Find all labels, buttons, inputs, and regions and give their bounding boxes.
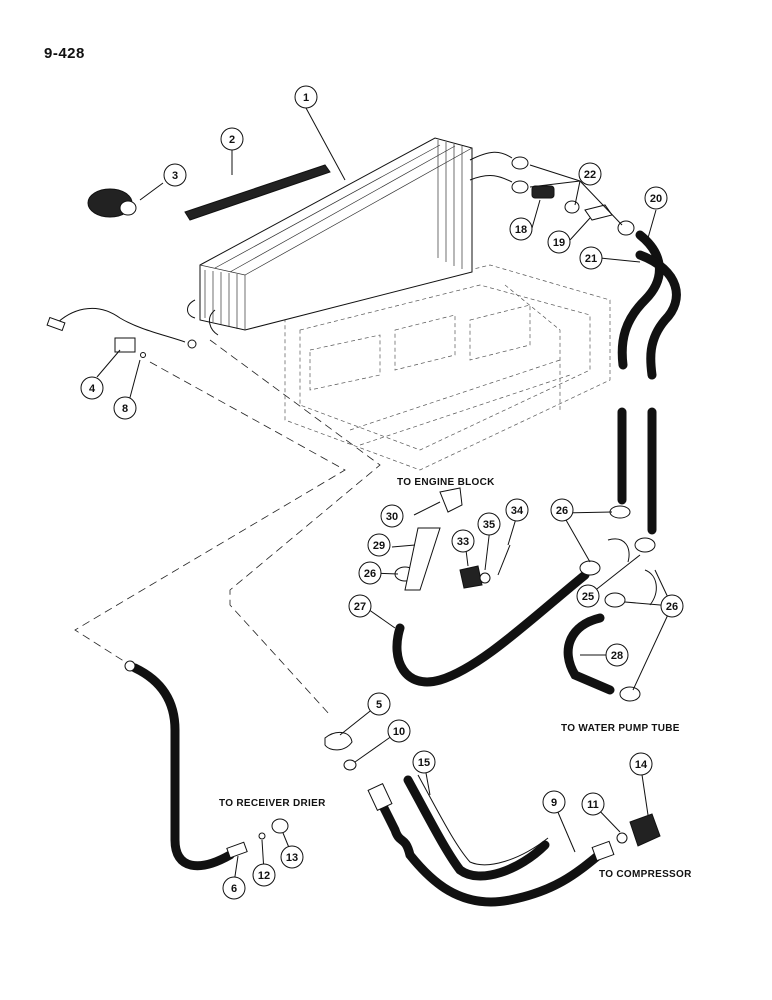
callout-30: 30 [380,504,404,528]
svg-text:20: 20 [650,193,662,205]
callout-12: 12 [252,863,276,887]
engine-block-fittings [404,487,511,591]
svg-text:2: 2 [229,134,235,146]
svg-text:26: 26 [364,568,376,580]
svg-text:5: 5 [376,699,382,711]
svg-text:9: 9 [551,797,557,809]
svg-text:13: 13 [286,852,298,864]
svg-text:15: 15 [418,757,430,769]
svg-text:30: 30 [386,511,398,523]
callout-29: 29 [367,533,391,557]
expansion-valve [46,307,197,358]
callout-19: 19 [547,230,571,254]
svg-text:27: 27 [354,601,366,613]
callout-4: 4 [80,376,104,400]
callout-14: 14 [629,752,653,776]
callout-8: 8 [113,396,137,420]
callout-26-c: 26 [358,561,382,585]
svg-text:21: 21 [585,253,597,265]
callout-26-b: 26 [660,594,684,618]
svg-text:6: 6 [231,883,237,895]
svg-text:1: 1 [303,92,309,104]
callout-18: 18 [509,217,533,241]
heater-hoses-upper [617,230,681,535]
svg-text:4: 4 [89,383,96,395]
svg-text:8: 8 [122,403,128,415]
callout-26-a: 26 [550,498,574,522]
callout-1: 1 [294,85,318,109]
callout-27: 27 [348,594,372,618]
compressor-line [324,732,661,907]
callout-33: 33 [451,529,475,553]
callout-10: 10 [387,719,411,743]
callout-28: 28 [605,643,629,667]
callout-21: 21 [579,246,603,270]
callout-11: 11 [581,792,605,816]
label-to-engine-block: TO ENGINE BLOCK [397,477,495,488]
label-to-receiver-drier: TO RECEIVER DRIER [219,798,326,809]
callout-13: 13 [280,845,304,869]
svg-text:29: 29 [373,540,385,552]
svg-text:18: 18 [515,224,527,236]
hose-fittings [511,156,635,236]
mounting-frame [284,264,611,471]
callout-6: 6 [222,876,246,900]
svg-text:11: 11 [587,799,599,811]
callout-5: 5 [367,692,391,716]
svg-text:22: 22 [584,169,596,181]
svg-text:35: 35 [483,519,495,531]
callout-22: 22 [578,162,602,186]
svg-text:10: 10 [393,726,405,738]
label-to-water-pump-tube: TO WATER PUMP TUBE [561,723,680,734]
svg-text:34: 34 [511,505,524,517]
svg-text:28: 28 [611,650,623,662]
svg-text:12: 12 [258,870,270,882]
callout-15: 15 [412,750,436,774]
callout-34: 34 [505,498,529,522]
svg-text:19: 19 [553,237,565,249]
heater-core-assembly [187,137,513,336]
refrigerant-line-routing [74,339,381,716]
callout-3: 3 [163,163,187,187]
svg-text:14: 14 [635,759,648,771]
label-to-compressor: TO COMPRESSOR [599,869,692,880]
callouts: 1 2 3 4 5 6 8 9 10 11 12 13 14 15 18 19 … [80,85,684,900]
callout-20: 20 [644,186,668,210]
page-number: 9-428 [44,45,85,62]
callout-2: 2 [220,127,244,151]
receiver-drier-line [124,660,289,871]
callout-9: 9 [542,790,566,814]
svg-text:25: 25 [582,591,594,603]
svg-text:26: 26 [666,601,678,613]
svg-text:26: 26 [556,505,568,517]
foam-strip [184,164,331,221]
svg-text:33: 33 [457,536,469,548]
callout-35: 35 [477,512,501,536]
svg-text:3: 3 [172,170,178,182]
tape-roll [87,188,137,218]
callout-25: 25 [576,584,600,608]
